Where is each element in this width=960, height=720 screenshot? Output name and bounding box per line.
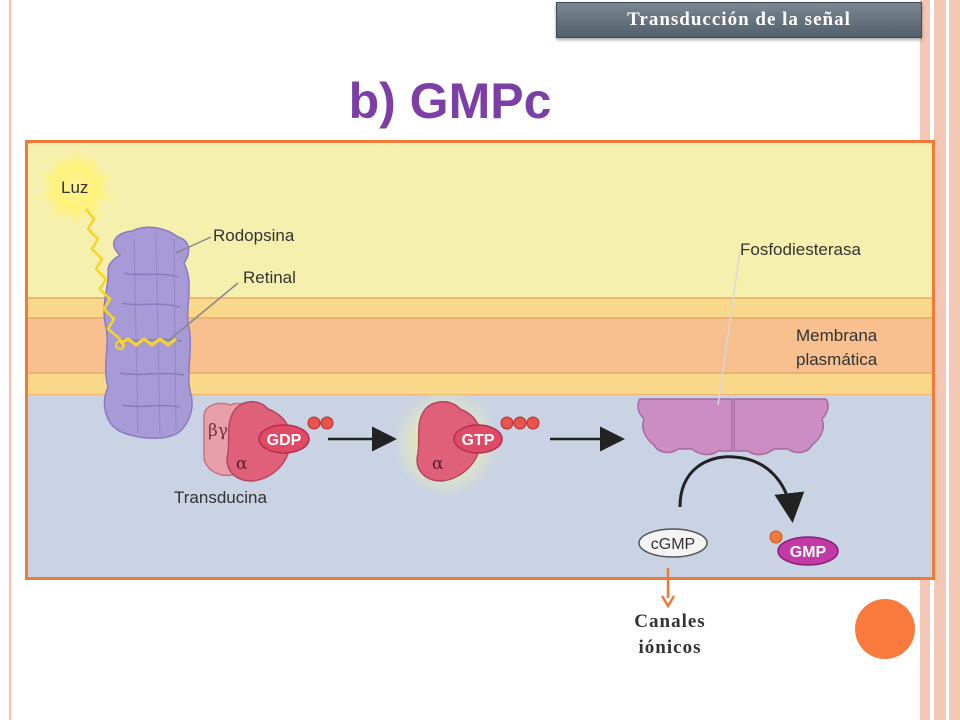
membrane-inner-layer (28, 373, 932, 395)
gtp-molecule (453, 424, 503, 454)
gmp-label: GMP (790, 544, 827, 561)
left-border-line (9, 0, 11, 720)
canales-line2: iónicos (638, 637, 702, 658)
retinal-label: Retinal (243, 268, 296, 287)
down-arrow-icon (661, 568, 675, 608)
membrane-outer-layer (28, 298, 932, 318)
cgmp-label: cGMP (651, 536, 695, 553)
luz-label: Luz (61, 178, 88, 197)
activated-alpha-subunit (416, 401, 482, 482)
light-burst-icon (36, 147, 116, 229)
gdp-molecule (258, 424, 310, 454)
signal-transduction-figure: Luz Rodopsina Retinal βγ α GDP Transduci… (25, 140, 935, 580)
light-ray (85, 208, 126, 348)
membrana-label-line2: plasmática (796, 350, 878, 369)
gtp-label: GTP (462, 432, 495, 449)
rodopsina-label: Rodopsina (213, 226, 295, 245)
hydrolysis-arrow (678, 455, 805, 523)
section-header: Transducción de la señal (556, 2, 922, 38)
cgmp-molecule (638, 528, 708, 558)
transduction-diagram: Luz Rodopsina Retinal βγ α GDP Transduci… (28, 143, 932, 577)
rhodopsin-protein (103, 226, 193, 439)
phosphodiesterase-enzyme (637, 398, 829, 456)
gdp-label: GDP (267, 432, 302, 449)
membrana-label-line1: Membrana (796, 326, 878, 345)
gmp-molecule (777, 536, 839, 566)
canales-ionicos-label: Canales iónicos (600, 609, 740, 661)
transducina-label: Transducina (174, 488, 267, 507)
fosfodiesterasa-label: Fosfodiesterasa (740, 240, 861, 259)
retinal-molecule (119, 337, 177, 347)
decorative-orange-circle (855, 599, 915, 659)
beta-gamma-label: βγ (208, 421, 228, 441)
alpha-label-2: α (432, 454, 444, 474)
alpha-label-1: α (236, 454, 248, 474)
canales-line1: Canales (634, 611, 706, 632)
slide-title: b) GMPc (348, 73, 552, 129)
